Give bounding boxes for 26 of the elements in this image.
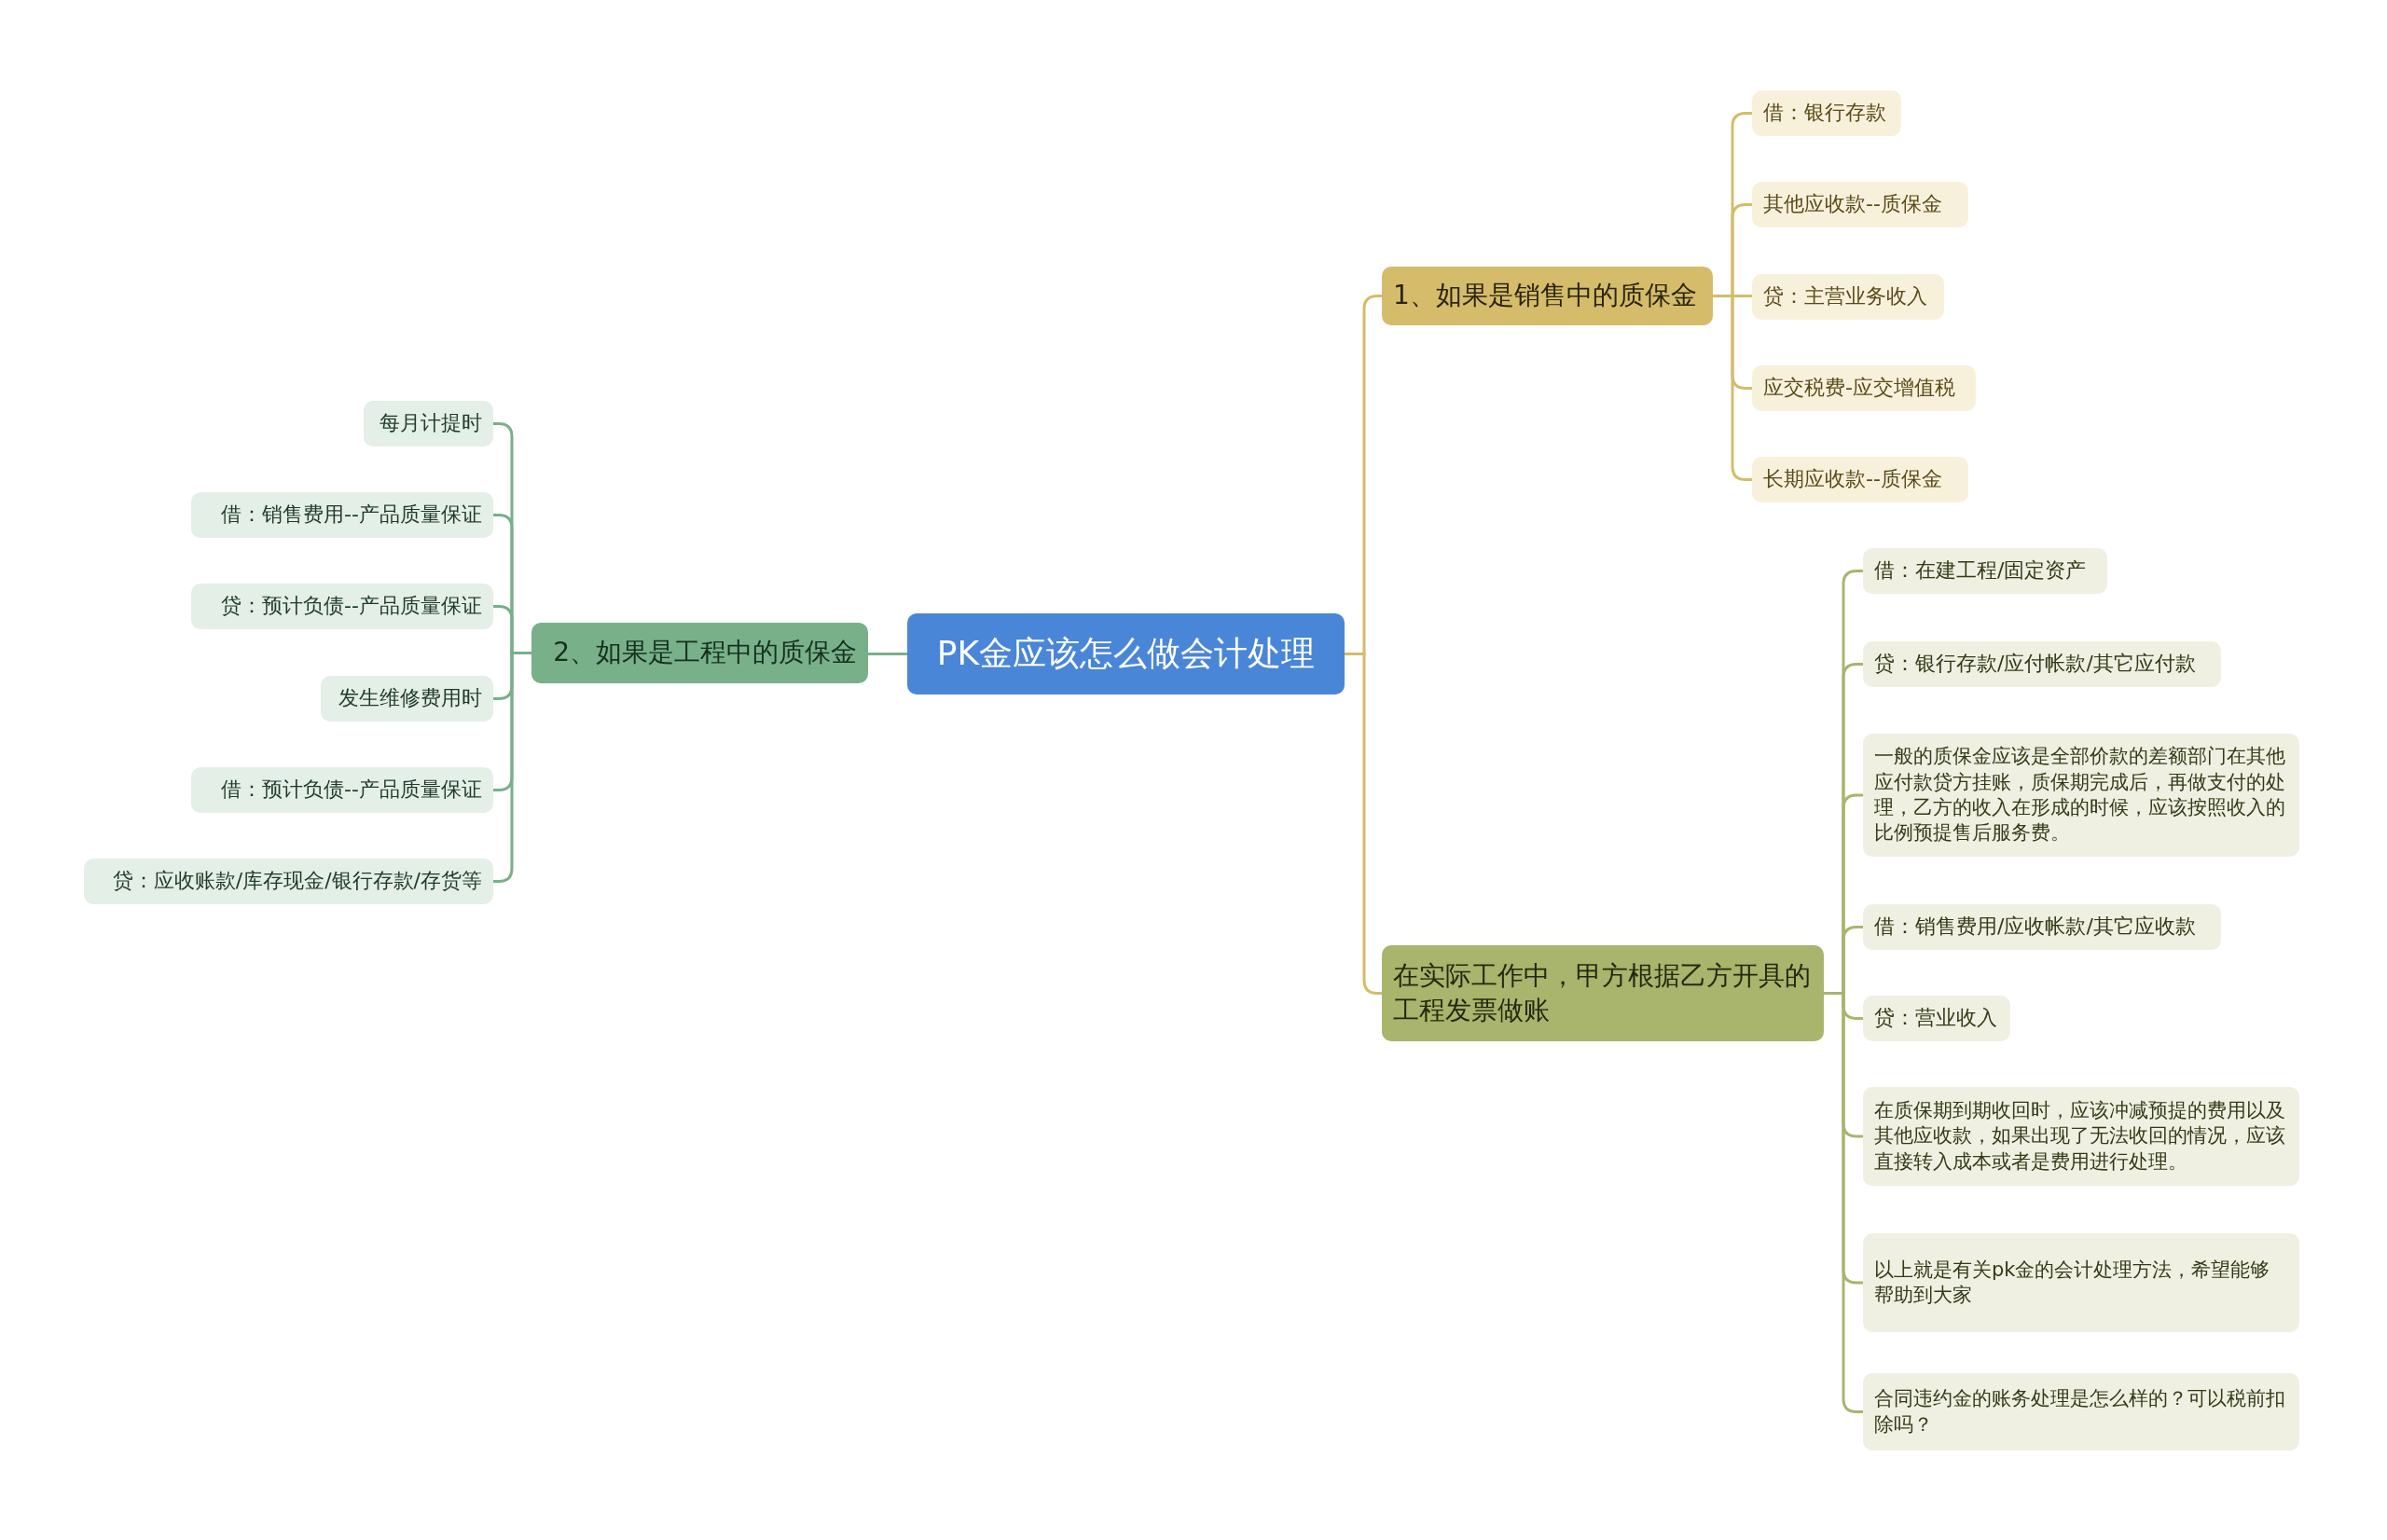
connector-line xyxy=(868,653,907,655)
subtopic-box: 贷：主营业务收入 xyxy=(1752,274,1944,320)
subtopic-box: 其他应收款--质保金 xyxy=(1752,182,1968,227)
subtopic-box: 借：销售费用/应收帐款/其它应收款 xyxy=(1863,904,2221,950)
subtopic-box: 以上就是有关pk金的会计处理方法，希望能够帮助到大家 xyxy=(1863,1233,2299,1332)
subtopic-box: 贷：银行存款/应付帐款/其它应付款 xyxy=(1863,641,2221,687)
subtopic-box: 借：销售费用--产品质量保证 xyxy=(191,492,493,538)
connector-line xyxy=(1713,295,1752,481)
subtopic-box: 借：预计负债--产品质量保证 xyxy=(191,767,493,813)
subtopic-box: 贷：应收账款/库存现金/银行存款/存货等 xyxy=(84,859,493,904)
subtopic-box: 合同违约金的账务处理是怎么样的？可以税前扣除吗？ xyxy=(1863,1373,2299,1451)
subtopic-box: 发生维修费用时 xyxy=(321,676,493,722)
subtopic-box: 应交税费-应交增值税 xyxy=(1752,365,1976,411)
subtopic-box: 在质保期到期收回时，应该冲减预提的费用以及其他应收款，如果出现了无法收回的情况，应该直接转入成本或者是费用进行处理。 xyxy=(1863,1087,2299,1186)
subtopic-box: 长期应收款--质保金 xyxy=(1752,457,1968,502)
subtopic-box: 每月计提时 xyxy=(364,401,493,447)
branch-topic-box: 在实际工作中，甲方根据乙方开具的工程发票做账 xyxy=(1382,945,1824,1041)
subtopic-box: 贷：预计负债--产品质量保证 xyxy=(191,584,493,629)
subtopic-box: 贷：营业收入 xyxy=(1863,996,2010,1041)
connector-line xyxy=(1824,992,1863,1413)
subtopic-box: 借：银行存款 xyxy=(1752,90,1901,136)
root-topic-box: PK金应该怎么做会计处理 xyxy=(907,613,1345,694)
subtopic-box: 一般的质保金应该是全部价款的差额部门在其他应付款贷方挂账，质保期完成后，再做支付的处理，乙方的收入在形成的时候，应该按照收入的比例预提售后服务费。 xyxy=(1863,734,2299,857)
subtopic-box: 借：在建工程/固定资产 xyxy=(1863,548,2107,594)
branch-topic-box: 1、如果是销售中的质保金 xyxy=(1382,267,1713,325)
branch-topic-box: 2、如果是工程中的质保金 xyxy=(531,623,868,683)
